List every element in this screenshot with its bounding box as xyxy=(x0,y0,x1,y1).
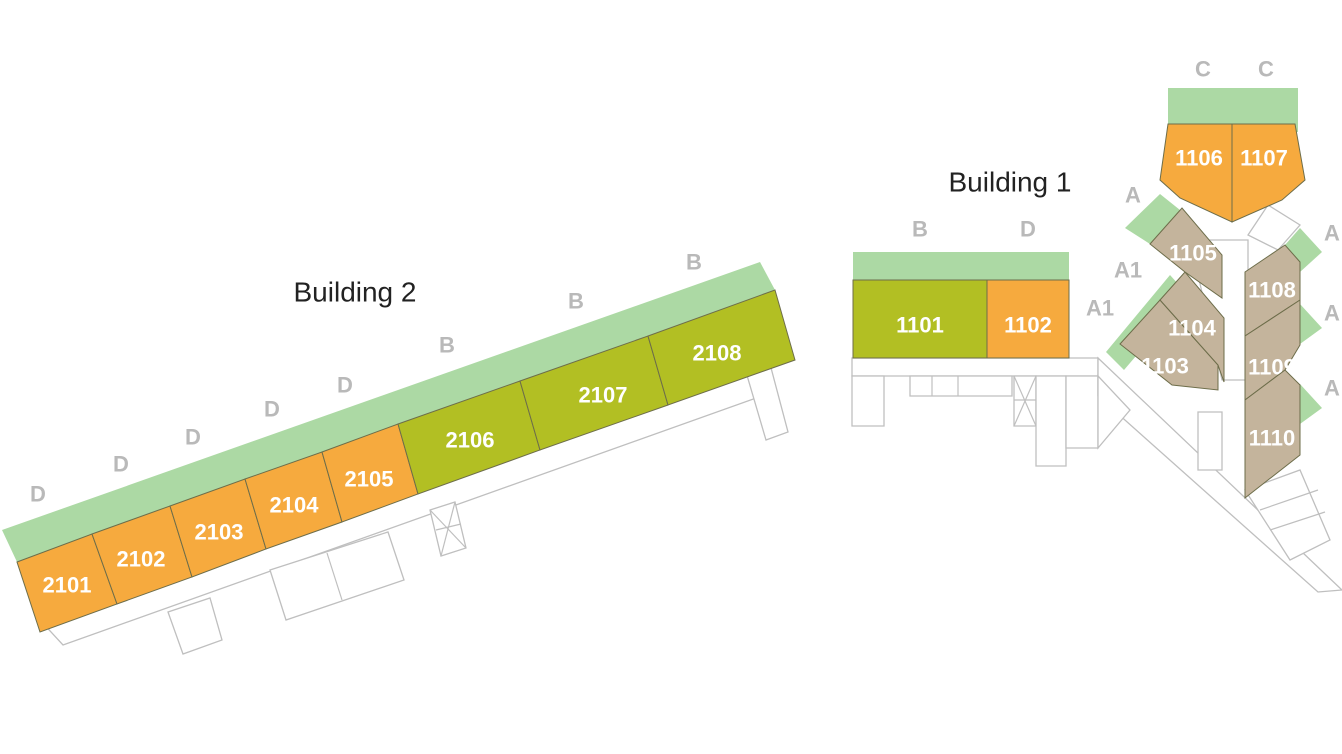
type-label-2105: D xyxy=(337,373,353,398)
unit-2106[interactable]: 2106 xyxy=(397,380,541,495)
unit-1105-shape[interactable] xyxy=(1149,207,1223,299)
type-label-1101: B xyxy=(912,217,928,242)
unit-1103[interactable]: 1103 xyxy=(1119,299,1219,391)
unit-1106-label: 1106 xyxy=(1175,146,1223,171)
unit-1108-shape[interactable] xyxy=(1244,244,1301,337)
unit-2108[interactable]: 2108 xyxy=(647,289,796,406)
type-label-1110: A xyxy=(1324,376,1340,401)
unit-2108-shape[interactable] xyxy=(647,289,796,406)
building-2-units: 2101 2102 2103 2104 2105 2106 2107 2108 xyxy=(16,289,796,633)
unit-1107-label: 1107 xyxy=(1240,146,1288,171)
unit-2103[interactable]: 2103 xyxy=(169,478,267,578)
unit-1110[interactable]: 1110 xyxy=(1244,369,1301,500)
unit-1104[interactable]: 1104 xyxy=(1159,271,1225,383)
unit-2105-label: 2105 xyxy=(345,467,394,492)
unit-1101[interactable]: 1101 xyxy=(852,279,988,359)
unit-1107-shape[interactable] xyxy=(1231,123,1306,223)
unit-2102[interactable]: 2102 xyxy=(91,505,193,605)
type-label-2101: D xyxy=(30,482,46,507)
building-2-patio xyxy=(2,262,775,562)
unit-2107[interactable]: 2107 xyxy=(519,335,669,451)
type-label-1102: D xyxy=(1020,217,1036,242)
type-label-2106: B xyxy=(439,333,455,358)
unit-1109-shape[interactable] xyxy=(1244,299,1301,401)
unit-1108-label: 1108 xyxy=(1248,278,1296,303)
building-2-title: Building 2 xyxy=(294,277,417,308)
building-2-type-labels: D D D D D B B B xyxy=(30,250,702,507)
unit-2102-label: 2102 xyxy=(117,547,166,572)
unit-1110-label: 1110 xyxy=(1249,426,1296,451)
type-label-1106: C xyxy=(1195,57,1211,82)
type-label-2104: D xyxy=(264,397,280,422)
unit-1102-label: 1102 xyxy=(1004,313,1052,338)
unit-1110-shape[interactable] xyxy=(1244,369,1301,500)
type-label-2102: D xyxy=(113,452,129,477)
unit-1105-label: 1105 xyxy=(1169,241,1217,266)
unit-2106-label: 2106 xyxy=(446,428,495,453)
unit-2101[interactable]: 2101 xyxy=(16,533,118,633)
type-label-1103: A1 xyxy=(1086,296,1114,321)
type-label-1108: A xyxy=(1324,221,1340,246)
unit-2104[interactable]: 2104 xyxy=(244,451,343,550)
unit-1104-shape[interactable] xyxy=(1159,271,1225,383)
unit-1102-shape[interactable] xyxy=(986,279,1070,359)
unit-2107-label: 2107 xyxy=(579,383,628,408)
unit-2101-label: 2101 xyxy=(43,573,92,598)
unit-1106-shape[interactable] xyxy=(1159,123,1233,223)
building-2-service-outline xyxy=(38,363,789,655)
unit-1103-shape[interactable] xyxy=(1119,299,1219,391)
type-label-1105: A xyxy=(1125,183,1141,208)
unit-2103-label: 2103 xyxy=(195,520,244,545)
unit-1104-label: 1104 xyxy=(1168,316,1216,341)
building-2: 2101 2102 2103 2104 2105 2106 2107 2108 D D D D… xyxy=(2,250,796,655)
unit-1107[interactable]: 1107 xyxy=(1231,123,1306,223)
building-1-title: Building 1 xyxy=(949,167,1072,198)
unit-1105[interactable]: 1105 xyxy=(1149,207,1223,299)
unit-2104-label: 2104 xyxy=(270,493,320,518)
type-label-2108: B xyxy=(686,250,702,275)
type-label-2107: B xyxy=(568,289,584,314)
unit-1102[interactable]: 1102 xyxy=(986,279,1070,359)
unit-1106[interactable]: 1106 xyxy=(1159,123,1233,223)
unit-1103-label: 1103 xyxy=(1141,354,1189,379)
type-label-2103: D xyxy=(185,425,201,450)
type-label-1109: A xyxy=(1324,301,1340,326)
unit-1108[interactable]: 1108 xyxy=(1244,244,1301,337)
building-1-type-labels: B D C C A A1 A1 A A A xyxy=(912,57,1340,401)
unit-2108-label: 2108 xyxy=(693,341,742,366)
building-1-service-outline xyxy=(851,204,1342,593)
type-label-1107: C xyxy=(1258,57,1274,82)
unit-1101-label: 1101 xyxy=(896,313,944,338)
type-label-1104: A1 xyxy=(1114,258,1142,283)
